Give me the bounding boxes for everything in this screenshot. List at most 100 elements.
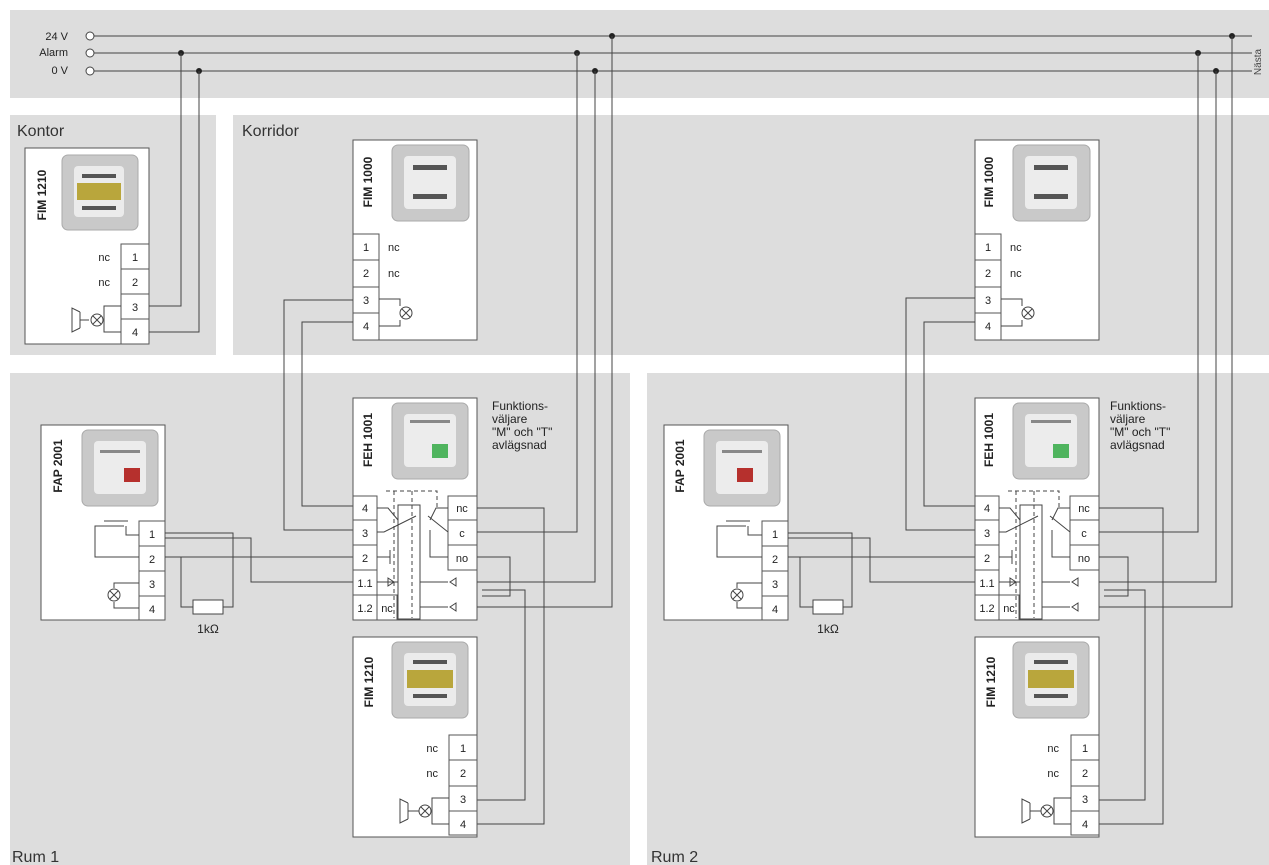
rum2-fap2001: FAP 2001 1 2 3 4	[663, 424, 789, 621]
c-label: c	[459, 528, 465, 540]
bus-label-24v: 24 V	[45, 31, 68, 43]
terminal-1-2: 1.2	[979, 603, 994, 615]
bus-next-label: Nästa	[1253, 49, 1264, 76]
terminal-4: 4	[1082, 819, 1088, 831]
note-line4: avlägsnad	[492, 438, 547, 452]
note-line3: "M" och "T"	[492, 425, 552, 439]
terminal-1-2: 1.2	[357, 603, 372, 615]
terminal-2: 2	[1082, 768, 1088, 780]
korridor-fim1000-right: FIM 1000 1 2 3 4 nc nc	[974, 139, 1100, 341]
terminal-4: 4	[363, 321, 369, 333]
terminal-3: 3	[985, 295, 991, 307]
resistor-label: 1kΩ	[817, 622, 839, 636]
rum1-fim1210: FIM 1210 1 2 3 4 nc nc	[352, 636, 478, 838]
resistor-icon	[812, 599, 844, 615]
no-label: no	[456, 553, 468, 565]
terminal-1-1: 1.1	[979, 578, 994, 590]
terminal-2: 2	[363, 268, 369, 280]
bus-zone	[10, 10, 1269, 98]
bus-label-alarm: Alarm	[39, 47, 68, 59]
nc-label: nc	[1003, 603, 1015, 615]
note-line1: Funktions-	[492, 399, 548, 413]
terminal-2: 2	[149, 554, 155, 566]
nc-label: nc	[1047, 768, 1059, 780]
terminal-3: 3	[1082, 794, 1088, 806]
terminal-4: 4	[149, 604, 155, 616]
note-line2: väljare	[1110, 412, 1146, 426]
terminal-4: 4	[132, 327, 138, 339]
terminal-2: 2	[984, 553, 990, 565]
terminal-3: 3	[984, 528, 990, 540]
rum2-feh1001: FEH 1001 4 3 2 1.1 1.2 nc nc c no	[974, 397, 1100, 621]
terminal-3: 3	[132, 302, 138, 314]
push-button-icon	[716, 520, 762, 558]
zone-rum1-label: Rum 1	[12, 849, 59, 865]
nc-label: nc	[388, 268, 400, 280]
terminal-2: 2	[772, 554, 778, 566]
resistor-label: 1kΩ	[197, 622, 219, 636]
rum1-fap2001: FAP 2001 1 2 3 4	[40, 424, 166, 621]
zone-korridor-label: Korridor	[242, 123, 300, 140]
device-label: FAP 2001	[673, 439, 687, 492]
terminal-1: 1	[985, 242, 991, 254]
rum1-feh1001: FEH 1001 4 3 2 1.1 1.2 nc nc c no	[352, 397, 478, 621]
nc-label: nc	[1078, 503, 1090, 515]
terminal-3: 3	[362, 528, 368, 540]
no-label: no	[1078, 553, 1090, 565]
resistor-icon	[192, 599, 224, 615]
note-line4: avlägsnad	[1110, 438, 1165, 452]
c-label: c	[1081, 528, 1087, 540]
terminal-4: 4	[460, 819, 466, 831]
push-button-icon	[94, 520, 139, 558]
terminal-1: 1	[132, 252, 138, 264]
note-line1: Funktions-	[1110, 399, 1166, 413]
nc-label: nc	[1010, 242, 1022, 254]
nc-label: nc	[456, 503, 468, 515]
device-label: FAP 2001	[51, 439, 65, 492]
nc-label: nc	[381, 603, 393, 615]
bus-lines: 24 V Alarm 0 V Nästa	[39, 31, 1264, 77]
terminal-2: 2	[985, 268, 991, 280]
terminal-1: 1	[149, 529, 155, 541]
terminal-4: 4	[984, 503, 990, 515]
nc-label: nc	[1010, 268, 1022, 280]
terminal-1: 1	[1082, 743, 1088, 755]
terminal-1: 1	[772, 529, 778, 541]
buzzer-icon	[1021, 798, 1055, 824]
device-label: FIM 1210	[984, 656, 998, 707]
nc-label: nc	[426, 768, 438, 780]
device-label: FIM 1000	[982, 156, 996, 207]
terminal-1-1: 1.1	[357, 578, 372, 590]
device-label: FEH 1001	[361, 413, 375, 467]
terminal-2: 2	[132, 277, 138, 289]
terminal-1: 1	[460, 743, 466, 755]
terminal-4: 4	[772, 604, 778, 616]
korridor-fim1000-left: FIM 1000 1 2 3 4 nc nc	[352, 139, 478, 341]
terminal-2: 2	[460, 768, 466, 780]
terminal-1: 1	[363, 242, 369, 254]
note-line3: "M" och "T"	[1110, 425, 1170, 439]
note-line2: väljare	[492, 412, 528, 426]
device-label: FIM 1000	[361, 156, 375, 207]
terminal-3: 3	[460, 794, 466, 806]
kontor-fim1210: FIM 1210 1 2 3 4 nc nc	[24, 147, 150, 345]
terminal-3: 3	[772, 579, 778, 591]
bus-label-0v: 0 V	[51, 65, 68, 77]
terminal-4: 4	[362, 503, 368, 515]
device-label: FEH 1001	[982, 413, 996, 467]
nc-label: nc	[426, 743, 438, 755]
zone-rum2-label: Rum 2	[651, 849, 698, 865]
terminal-4: 4	[985, 321, 991, 333]
nc-label: nc	[388, 242, 400, 254]
nc-label: nc	[1047, 743, 1059, 755]
buzzer-icon	[71, 307, 105, 333]
terminal-3: 3	[149, 579, 155, 591]
device-label: FIM 1210	[362, 656, 376, 707]
zone-kontor-label: Kontor	[17, 123, 65, 140]
buzzer-icon	[399, 798, 433, 824]
device-label: FIM 1210	[35, 169, 49, 220]
terminal-2: 2	[362, 553, 368, 565]
nc-label: nc	[98, 252, 110, 264]
terminal-3: 3	[363, 295, 369, 307]
